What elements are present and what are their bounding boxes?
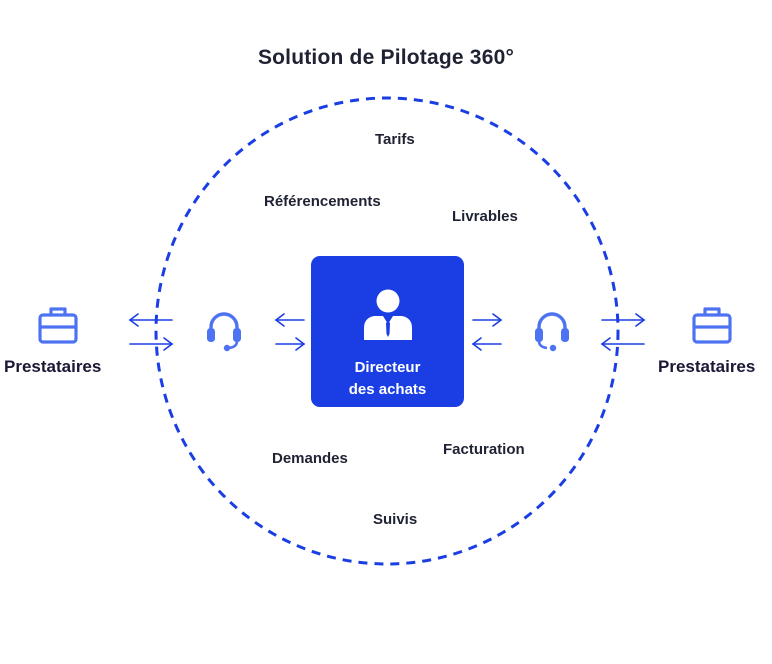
left-provider-label: Prestataires bbox=[4, 357, 102, 376]
topic-tarifs: Tarifs bbox=[375, 131, 415, 148]
center-label-line1: Directeur bbox=[354, 359, 421, 376]
center-label-line2: des achats bbox=[348, 381, 427, 398]
briefcase-icon bbox=[692, 307, 732, 344]
right-provider-label: Prestataires bbox=[658, 357, 756, 376]
briefcase-icon bbox=[38, 307, 78, 344]
topic-demandes: Demandes bbox=[272, 450, 348, 467]
dashed-circle bbox=[154, 96, 620, 566]
left-inner-arrows bbox=[274, 313, 306, 351]
topic-livrables: Livrables bbox=[452, 208, 518, 225]
topic-referencements: Référencements bbox=[264, 193, 381, 210]
left-outer-arrows bbox=[128, 313, 174, 351]
headset-icon bbox=[535, 312, 569, 352]
center-label: Directeur des achats bbox=[311, 357, 464, 401]
topic-suivis: Suivis bbox=[373, 511, 418, 528]
topic-facturation: Facturation bbox=[443, 441, 525, 458]
headset-icon bbox=[207, 312, 241, 352]
diagram-title: Solution de Pilotage 360° bbox=[257, 46, 515, 69]
right-inner-arrows bbox=[471, 313, 503, 351]
right-outer-arrows bbox=[600, 313, 646, 351]
